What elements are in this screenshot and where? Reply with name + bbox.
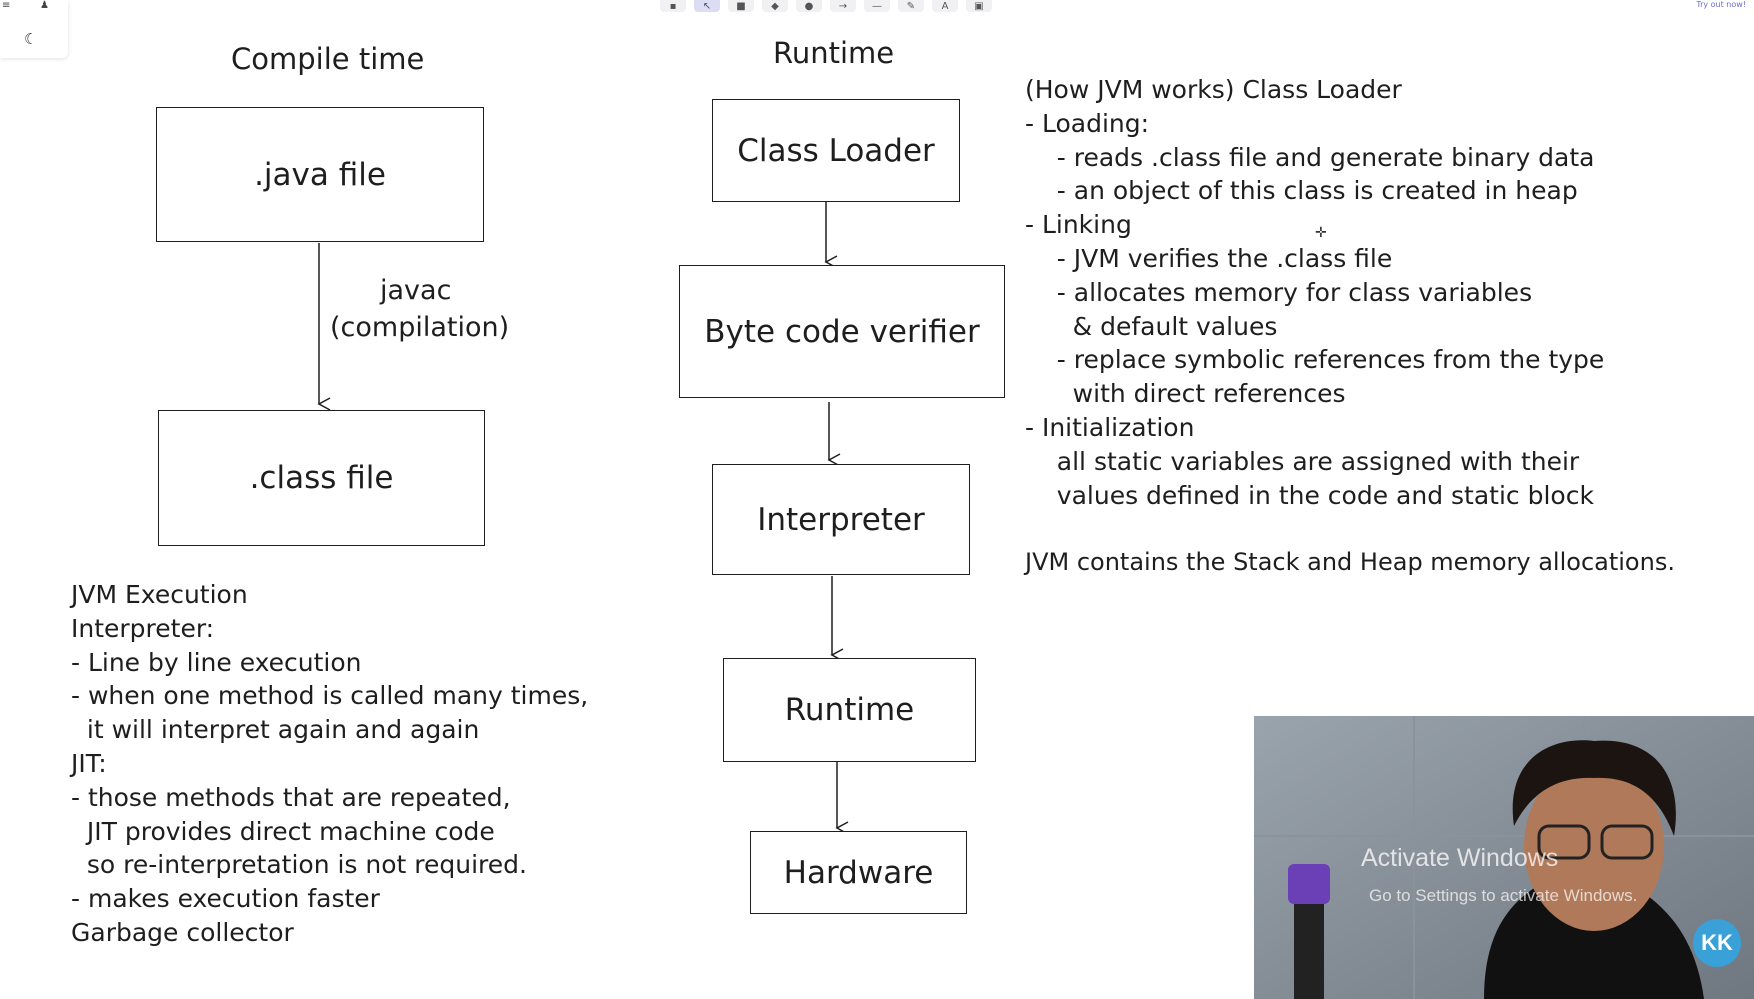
webcam-overlay: Activate Windows Go to Settings to activ… xyxy=(1254,716,1754,999)
jvm-execution-notes: JVM Execution Interpreter: - Line by lin… xyxy=(71,578,588,950)
webcam-person-image xyxy=(1254,716,1754,999)
jvm-memory-note: JVM contains the Stack and Heap memory a… xyxy=(1025,548,1675,576)
menu-icon[interactable]: ≡ xyxy=(2,0,11,11)
java-file-box: .java file xyxy=(156,107,484,242)
note-line: - JVM verifies the .class file xyxy=(1025,243,1393,273)
note-line: Interpreter: xyxy=(71,613,215,643)
activate-windows-subtitle: Go to Settings to activate Windows. xyxy=(1369,886,1638,905)
note-line: & default values xyxy=(1025,311,1278,341)
image-icon[interactable]: ▣ xyxy=(966,0,992,12)
line-icon[interactable]: — xyxy=(864,0,890,12)
ellipse-icon[interactable]: ● xyxy=(796,0,822,12)
diamond-icon[interactable]: ◆ xyxy=(762,0,788,12)
moon-icon[interactable]: ☾ xyxy=(24,30,38,48)
lock-icon[interactable]: ▪ xyxy=(660,0,686,12)
class-loader-box: Class Loader xyxy=(712,99,960,202)
channel-logo: KK xyxy=(1693,919,1741,967)
note-line: - Initialization xyxy=(1025,412,1195,442)
channel-logo-text: KK xyxy=(1701,930,1733,955)
note-line: - Line by line execution xyxy=(71,647,362,677)
rectangle-icon[interactable]: ■ xyxy=(728,0,754,12)
activate-windows-title: Activate Windows xyxy=(1361,844,1559,872)
arrow-icon[interactable]: → xyxy=(830,0,856,12)
note-line: JIT provides direct machine code xyxy=(71,816,495,846)
hardware-box: Hardware xyxy=(750,831,967,914)
note-line: - makes execution faster xyxy=(71,884,380,914)
class-file-box: .class file xyxy=(158,410,485,546)
note-line: values defined in the code and static bl… xyxy=(1025,480,1594,510)
byte-code-verifier-box: Byte code verifier xyxy=(679,265,1005,398)
runtime-box: Runtime xyxy=(723,658,976,762)
hand-icon[interactable]: ↖ xyxy=(694,0,720,12)
note-line: JIT: xyxy=(71,748,107,778)
toolbar: ▪ ↖ ■ ◆ ● → — ✎ A ▣ xyxy=(660,0,1000,14)
note-line: so re-interpretation is not required. xyxy=(71,850,527,880)
try-out-link[interactable]: Try out now! xyxy=(1696,0,1746,9)
side-panel: ≡ ♟ ☾ xyxy=(0,0,68,58)
note-line: (How JVM works) Class Loader xyxy=(1025,75,1402,104)
collab-icon[interactable]: ♟ xyxy=(40,0,49,11)
note-line: - Linking xyxy=(1025,210,1132,240)
note-line: - allocates memory for class variables xyxy=(1025,277,1533,307)
note-line: - reads .class file and generate binary … xyxy=(1025,142,1595,172)
note-line: all static variables are assigned with t… xyxy=(1025,446,1580,476)
compilation-label: (compilation) xyxy=(330,312,510,343)
note-line: - Loading: xyxy=(1025,108,1150,138)
text-icon[interactable]: A xyxy=(932,0,958,12)
note-line: - when one method is called many times, xyxy=(71,681,589,711)
javac-label: javac xyxy=(380,275,452,306)
note-line: - those methods that are repeated, xyxy=(71,782,511,812)
interpreter-box: Interpreter xyxy=(712,464,970,575)
compile-time-heading: Compile time xyxy=(231,42,425,76)
note-line: with direct references xyxy=(1025,379,1346,409)
runtime-heading: Runtime xyxy=(773,36,895,70)
note-line: Garbage collector xyxy=(71,917,294,947)
crosshair-cursor-icon: ✛ xyxy=(1315,225,1327,241)
note-line: JVM Execution xyxy=(71,580,248,609)
note-line: - an object of this class is created in … xyxy=(1025,176,1578,206)
class-loader-notes: (How JVM works) Class Loader - Loading: … xyxy=(1025,73,1604,512)
pencil-icon[interactable]: ✎ xyxy=(898,0,924,12)
note-line: it will interpret again and again xyxy=(71,715,480,745)
note-line: - replace symbolic references from the t… xyxy=(1025,345,1605,375)
